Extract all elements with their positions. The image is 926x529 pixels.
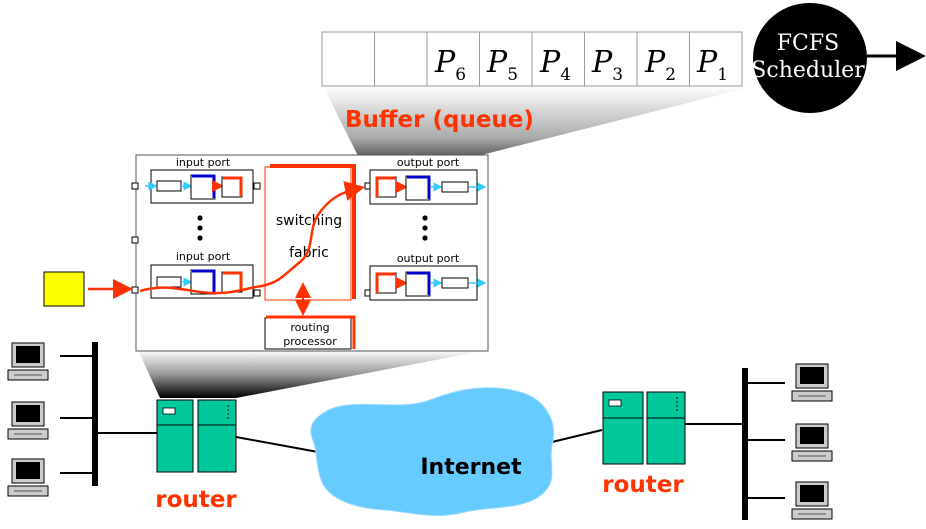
fcfs-scheduler: FCFS Scheduler bbox=[751, 3, 867, 113]
input-port-bottom: input port bbox=[150, 250, 254, 299]
right-lan bbox=[685, 363, 833, 520]
computer-icon bbox=[791, 423, 833, 462]
routing-processor-line1: routing bbox=[290, 321, 329, 334]
computer-icon bbox=[791, 481, 833, 520]
buffer-queue: P6 P5 P4 P3 P2 P1 bbox=[321, 31, 743, 87]
packet-p3: P3 bbox=[591, 45, 623, 85]
computer-icon bbox=[791, 363, 833, 402]
output-port-bottom: output port bbox=[369, 252, 487, 301]
packet-p4: P4 bbox=[539, 45, 571, 85]
routing-processor: routing processor bbox=[264, 315, 356, 350]
scheduler-line1: FCFS bbox=[777, 31, 839, 56]
output-port-top: output port bbox=[369, 156, 487, 205]
zoom-beam-bottom bbox=[138, 350, 488, 398]
internet-cloud: Internet bbox=[310, 387, 555, 516]
switching-fabric: switching fabric bbox=[264, 164, 356, 301]
routing-processor-line2: processor bbox=[283, 335, 337, 348]
packet-p1: P1 bbox=[696, 45, 728, 85]
internet-label: Internet bbox=[420, 455, 522, 480]
input-port-top-label: input port bbox=[176, 156, 231, 169]
packet-path bbox=[139, 181, 365, 295]
packet-p6: P6 bbox=[434, 45, 466, 85]
computer-icon bbox=[7, 342, 49, 381]
output-port-bottom-label: output port bbox=[397, 252, 460, 265]
switching-fabric-line2: fabric bbox=[289, 245, 329, 261]
packet-p5: P5 bbox=[486, 45, 518, 85]
computer-icon bbox=[7, 401, 49, 440]
left-lan bbox=[7, 342, 160, 497]
router-left-icon bbox=[156, 399, 237, 473]
input-port-bottom-label: input port bbox=[176, 250, 231, 263]
router-right-label: router bbox=[602, 472, 684, 498]
buffer-label: Buffer (queue) bbox=[345, 107, 534, 133]
router-right-icon bbox=[602, 391, 686, 465]
router-internals: input port input port bbox=[131, 154, 489, 352]
switching-fabric-line1: switching bbox=[276, 213, 342, 229]
router-left-label: router bbox=[155, 487, 237, 513]
output-port-top-label: output port bbox=[397, 156, 460, 169]
scheduler-line2: Scheduler bbox=[751, 58, 865, 83]
packet-p2: P2 bbox=[644, 45, 676, 85]
incoming-packet bbox=[43, 271, 85, 307]
input-port-top: input port bbox=[145, 156, 254, 204]
computer-icon bbox=[7, 458, 49, 497]
